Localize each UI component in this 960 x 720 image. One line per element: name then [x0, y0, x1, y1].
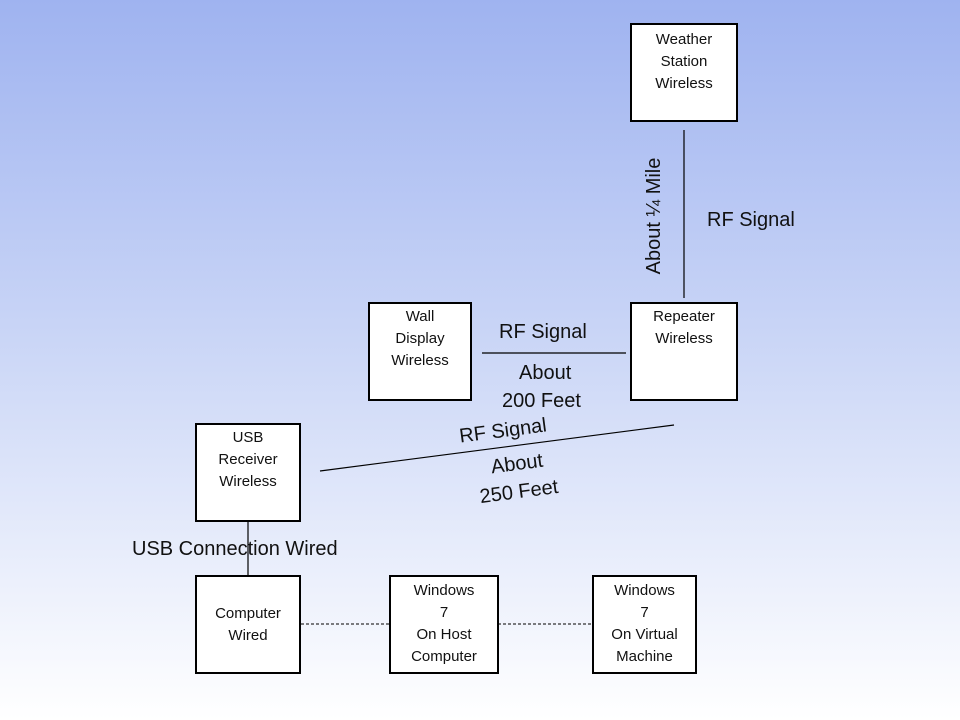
distance-200-about-label: About [519, 362, 572, 384]
repeater-box: Repeater Wireless [630, 302, 738, 401]
box-label: On Host [416, 626, 472, 643]
box-label: Station [660, 53, 708, 70]
usb-connection-label: USB Connection Wired [132, 538, 338, 560]
box-label: Wireless [219, 473, 277, 490]
box-label: Windows [413, 582, 475, 599]
box-label: Windows [614, 582, 675, 599]
computer-box: Computer Wired [195, 575, 301, 674]
windows-vm-box: Windows 7 On Virtual Machine [592, 575, 697, 674]
rf-signal-wall-label: RF Signal [499, 321, 587, 343]
usb-receiver-box: USB Receiver Wireless [195, 423, 301, 522]
box-label: On Virtual [611, 626, 678, 643]
box-label: Repeater [653, 308, 715, 325]
rf-signal-weather-label: RF Signal [707, 209, 795, 231]
box-label: Wired [228, 626, 268, 644]
box-label: Wireless [655, 75, 713, 92]
wall-display-box: Wall Display Wireless [368, 302, 472, 401]
distance-quarter-mile-label: About ¼ Mile [643, 157, 665, 275]
box-label: 7 [439, 604, 449, 621]
box-label: Display [395, 330, 445, 347]
box-label: Weather [655, 31, 713, 48]
box-label: USB [232, 429, 264, 446]
distance-200-feet-label: 200 Feet [502, 390, 581, 412]
box-label: Receiver [218, 451, 278, 468]
usb-repeater-link [319, 424, 675, 472]
weather-station-box: Weather Station Wireless [630, 23, 738, 122]
windows-host-box: Windows 7 On Host Computer [389, 575, 499, 674]
box-label: Wall [405, 308, 435, 325]
box-label: Wireless [655, 330, 713, 347]
box-label: Computer [411, 648, 477, 665]
box-label: Machine [616, 648, 673, 665]
box-label: Wireless [391, 352, 449, 369]
box-label: 7 [640, 604, 649, 621]
box-label: Computer [215, 604, 281, 622]
